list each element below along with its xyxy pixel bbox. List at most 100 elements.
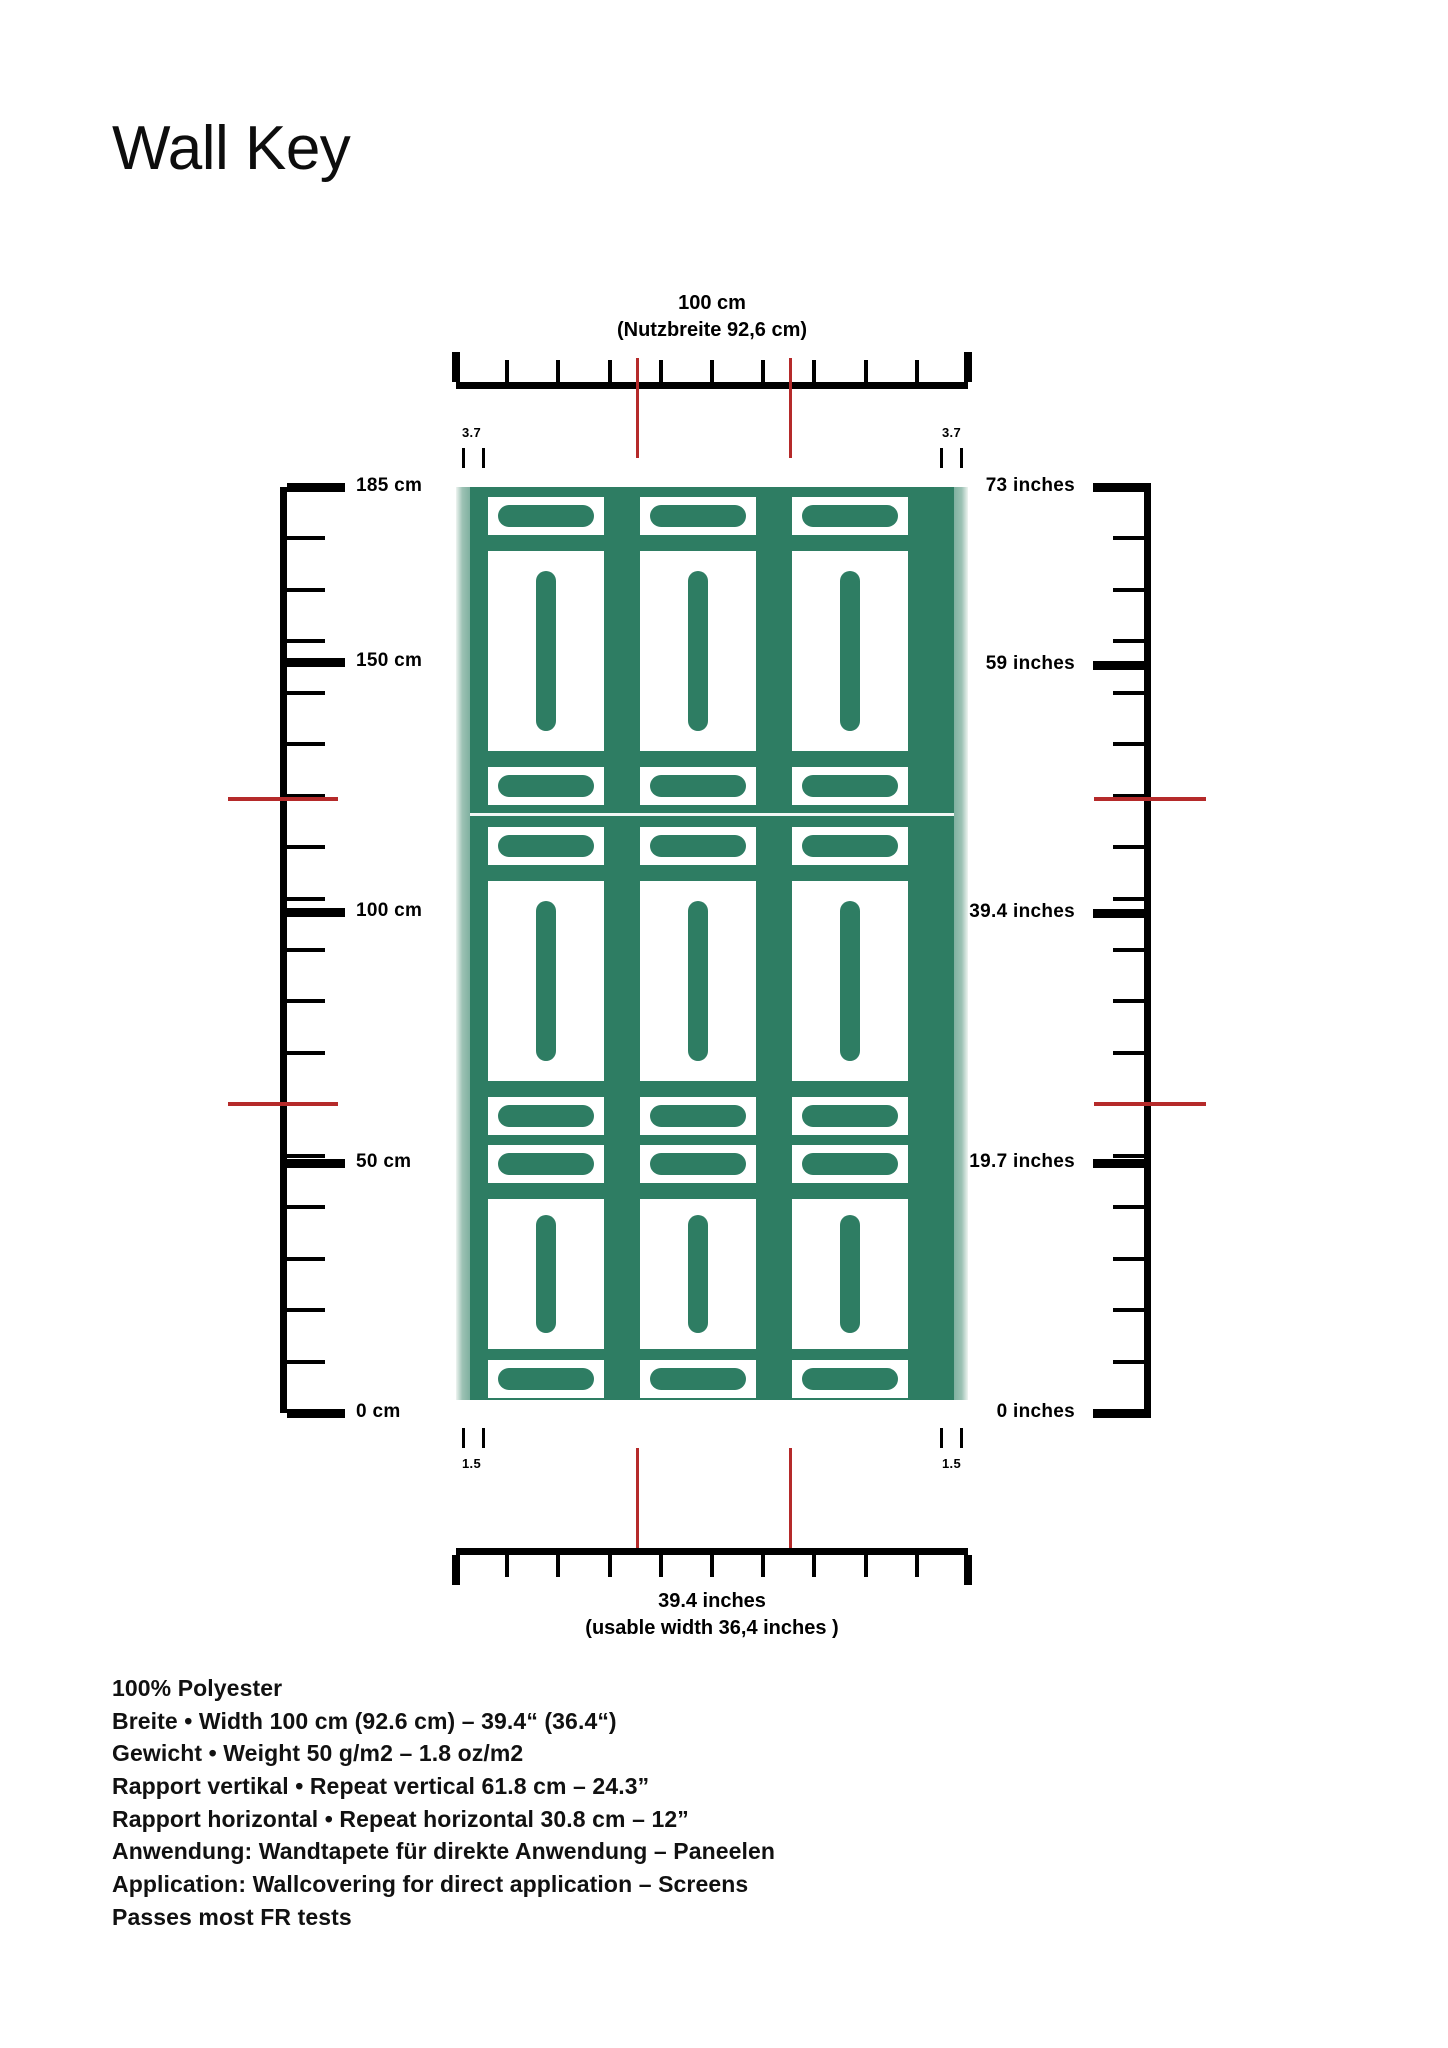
ruler-tick (812, 1555, 817, 1577)
scale-tick (1113, 948, 1151, 952)
top-repeat-marker-right (789, 358, 792, 458)
scale-label: 19.7 inches (969, 1151, 1075, 1173)
scale-tick (287, 1153, 325, 1158)
scale-tick-major (1093, 1409, 1151, 1418)
scale-tick (287, 690, 325, 695)
scale-label: 59 inches (985, 652, 1075, 674)
scale-tick (287, 793, 325, 798)
spec-line: Rapport vertikal • Repeat vertical 61.8 … (112, 1772, 650, 1799)
top-edge-tick-c (940, 448, 943, 468)
scale-tick (287, 587, 325, 592)
scale-tick (1113, 845, 1151, 850)
bottom-repeat-marker-left (636, 1448, 639, 1548)
top-edge-label-right: 3.7 (942, 425, 961, 440)
scale-label: 0 cm (356, 1401, 401, 1422)
left-repeat-marker-lower (228, 1102, 338, 1106)
bottom-edge-tick-a (462, 1428, 465, 1448)
scale-label: 0 inches (996, 1401, 1075, 1422)
ruler-tick (658, 1555, 663, 1577)
scale-tick-major (287, 908, 345, 918)
scale-tick (1113, 742, 1151, 747)
bottom-ruler-caption-line2: (usable width 36,4 inches ) (585, 1617, 839, 1639)
scale-tick (287, 896, 325, 901)
scale-tick (287, 1359, 325, 1364)
swatch-selvedge-right (954, 487, 968, 1400)
scale-tick (1113, 1256, 1151, 1261)
spec-line: Rapport horizontal • Repeat horizontal 3… (112, 1805, 689, 1832)
left-scale-axis (280, 487, 287, 1413)
scale-tick-major (1093, 660, 1151, 670)
scale-label: 150 cm (356, 650, 423, 672)
scale-tick (1113, 896, 1151, 901)
spec-line: 100% Polyester (112, 1675, 283, 1701)
top-edge-tick-b (482, 448, 485, 468)
bottom-edge-tick-c (940, 1428, 943, 1448)
ruler-tick (914, 1555, 919, 1577)
ruler-tick (607, 1555, 612, 1577)
top-ruler-caption: 100 cm (Nutzbreite 92,6 cm) (456, 290, 968, 344)
bottom-ruler-caption-line1: 39.4 inches (658, 1590, 766, 1612)
page-title: Wall Key (112, 114, 351, 183)
scale-label: 50 cm (356, 1150, 412, 1172)
swatch-selvedge-left (456, 487, 470, 1400)
top-edge-label-left: 3.7 (462, 425, 481, 440)
scale-tick (287, 999, 325, 1004)
ruler-tick (556, 1555, 561, 1577)
scale-tick-major (287, 1158, 345, 1168)
ruler-tick (658, 360, 663, 382)
bottom-ruler-caption: 39.4 inches (usable width 36,4 inches ) (456, 1588, 968, 1642)
scale-tick (1113, 536, 1151, 541)
scale-tick (1113, 1153, 1151, 1158)
spec-line: Application: Wallcovering for direct app… (112, 1870, 749, 1897)
top-edge-tick-d (960, 448, 963, 468)
scale-tick (1113, 587, 1151, 592)
right-repeat-marker-upper (1094, 797, 1206, 801)
spec-line: Gewicht • Weight 50 g/m2 – 1.8 oz/m2 (112, 1740, 524, 1767)
scale-tick (287, 845, 325, 850)
ruler-tick (761, 360, 766, 382)
scale-tick (287, 639, 325, 644)
ruler-tick (812, 360, 817, 382)
scale-tick (287, 742, 325, 747)
scale-tick (1113, 793, 1151, 798)
scale-tick (287, 1205, 325, 1210)
bottom-edge-tick-b (482, 1428, 485, 1448)
scale-tick (287, 1256, 325, 1261)
scale-tick-major (1093, 483, 1151, 492)
ruler-tick (710, 360, 714, 382)
top-edge-tick-a (462, 448, 465, 468)
scale-tick (1113, 1359, 1151, 1364)
ruler-tick (505, 1555, 510, 1577)
scale-label: 73 inches (985, 475, 1075, 496)
scale-tick (287, 1050, 325, 1055)
ruler-tick (505, 360, 510, 382)
fabric-swatch (456, 487, 968, 1400)
scale-tick-major (287, 483, 345, 492)
bottom-edge-tick-d (960, 1428, 963, 1448)
spec-line: Anwendung: Wandtapete für direkte Anwend… (112, 1838, 776, 1865)
ruler-tick (761, 1555, 766, 1577)
top-ruler-caption-line1: 100 cm (678, 292, 746, 314)
scale-tick (1113, 690, 1151, 695)
scale-tick-major (287, 658, 345, 668)
scale-tick (1113, 1050, 1151, 1055)
scale-tick-major (1093, 909, 1151, 919)
top-ruler-axis (456, 382, 968, 389)
panel-pattern-graphic (456, 487, 968, 1400)
bottom-ruler-axis (456, 1548, 968, 1555)
scale-label: 39.4 inches (969, 901, 1075, 923)
scale-tick (1113, 999, 1151, 1004)
scale-tick (287, 536, 325, 541)
bottom-repeat-marker-right (789, 1448, 792, 1548)
scale-tick (287, 1308, 325, 1313)
scale-label: 100 cm (356, 900, 423, 922)
ruler-tick (964, 352, 972, 382)
ruler-tick (914, 360, 919, 382)
scale-tick-major (1093, 1159, 1151, 1169)
scale-tick-major (287, 1409, 345, 1418)
right-repeat-marker-lower (1094, 1102, 1206, 1106)
scale-tick (1113, 1205, 1151, 1210)
spec-line: Breite • Width 100 cm (92.6 cm) – 39.4“ … (112, 1707, 617, 1734)
